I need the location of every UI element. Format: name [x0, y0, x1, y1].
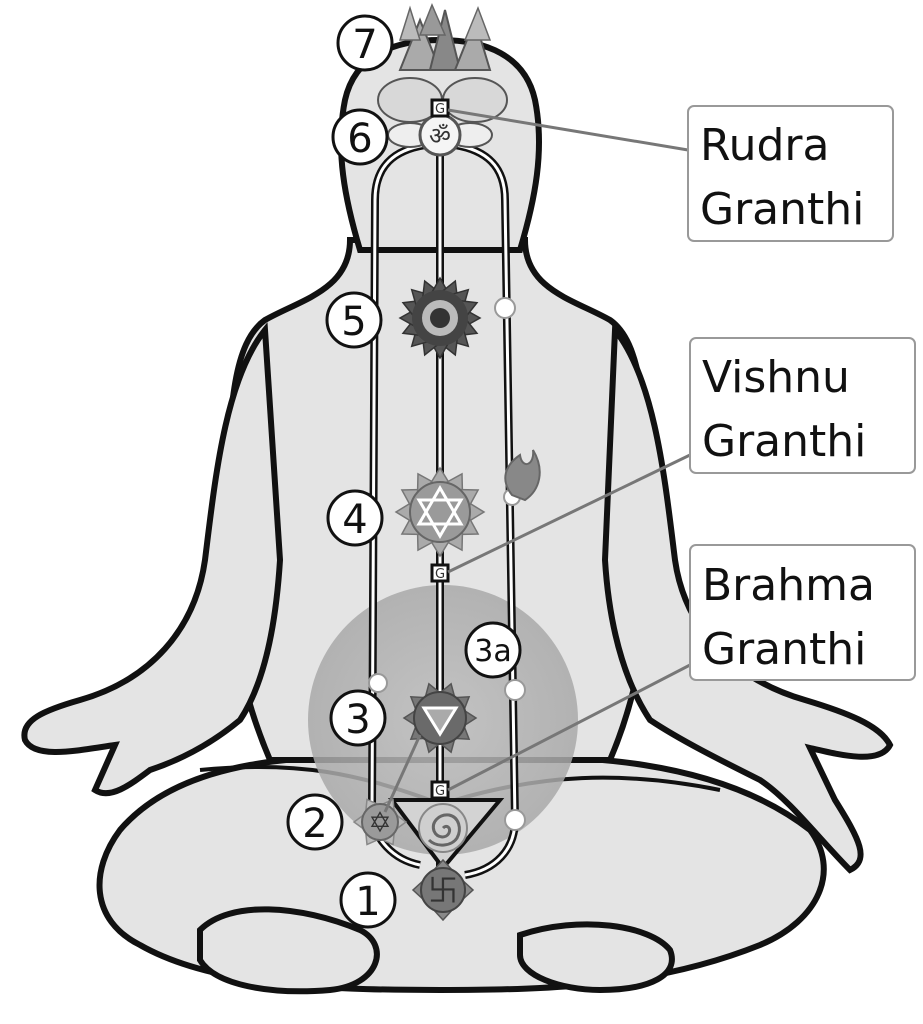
- triangle-lotus-icon: [402, 682, 478, 754]
- spiral-icon: [418, 803, 468, 853]
- flame-icon: [504, 449, 541, 502]
- svg-text:5: 5: [341, 299, 366, 345]
- knot-icon: G: [430, 780, 450, 800]
- chakra-number-3: 3: [329, 689, 387, 747]
- chakra-number-5: 5: [325, 291, 383, 349]
- circle-lotus-icon: [398, 276, 482, 360]
- svg-text:7: 7: [352, 22, 377, 68]
- right-arm: [601, 321, 894, 874]
- svg-text:1: 1: [355, 879, 380, 925]
- svg-text:G: G: [435, 567, 445, 582]
- chakra-number-6: 6: [331, 108, 389, 166]
- om-icon: ॐ: [387, 113, 493, 157]
- svg-text:3a: 3a: [474, 634, 511, 669]
- vishnu-line1: Vishnu: [702, 352, 850, 403]
- svg-text:6: 6: [347, 116, 372, 162]
- svg-text:G: G: [435, 102, 445, 117]
- rudra-line1: Rudra: [700, 120, 829, 171]
- brahma-line1: Brahma: [702, 560, 875, 611]
- star-lotus-icon: [394, 466, 486, 558]
- knot-icon: G: [430, 98, 450, 118]
- left-arm: [21, 322, 284, 797]
- rudra-line2: Granthi: [700, 184, 864, 235]
- right-foot: [517, 921, 675, 994]
- leader-lines: [383, 108, 691, 813]
- chakra-number-7: 7: [336, 14, 394, 72]
- hexagram-icon: ✡: [352, 798, 408, 846]
- chakra-number-2: 2: [286, 793, 344, 851]
- svg-text:3: 3: [345, 697, 370, 743]
- chakra-number-1: 1: [339, 871, 397, 929]
- svg-text:2: 2: [302, 801, 327, 847]
- chakra-number-3a: 3a: [464, 621, 522, 679]
- om-glyph: ॐ: [429, 122, 451, 150]
- chakra-number-4: 4: [326, 489, 384, 547]
- granthi-label-brahma: Brahma Granthi: [689, 544, 916, 681]
- hexagram-glyph: ✡: [368, 806, 391, 839]
- granthi-label-vishnu: Vishnu Granthi: [689, 337, 916, 474]
- granthi-label-rudra: Rudra Granthi: [687, 105, 894, 242]
- svg-text:4: 4: [342, 497, 367, 543]
- swastika-glyph: 卐: [428, 874, 458, 909]
- vishnu-line2: Granthi: [702, 416, 866, 467]
- svg-text:G: G: [435, 784, 445, 799]
- swastika-icon: 卐: [411, 858, 475, 922]
- brahma-line2: Granthi: [702, 624, 866, 675]
- knot-icon: G: [430, 563, 450, 583]
- left-foot: [197, 906, 380, 995]
